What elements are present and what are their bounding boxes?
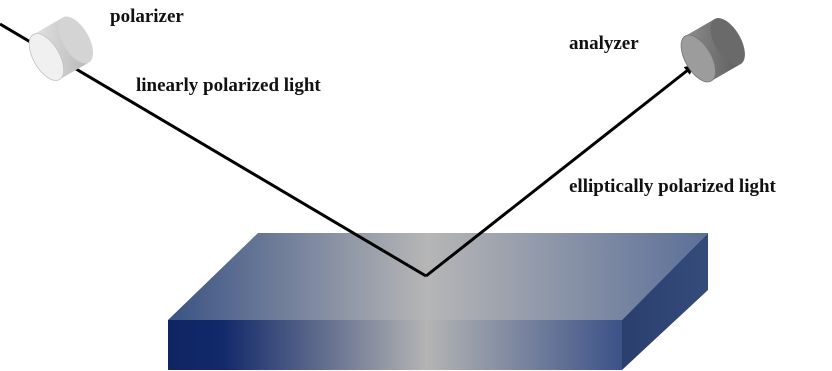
sample-front-face xyxy=(168,320,622,370)
analyzer-label: analyzer xyxy=(569,33,639,54)
analyzer-icon xyxy=(680,18,745,83)
polarizer-label: polarizer xyxy=(110,6,184,27)
sample-side-face xyxy=(622,233,708,370)
reflected-beam xyxy=(425,64,695,278)
sample-top-face xyxy=(168,233,708,320)
incident-beam-label: linearly polarized light xyxy=(136,75,321,96)
sample-slab xyxy=(168,233,708,370)
polarizer-icon xyxy=(28,16,94,81)
reflected-beam-label: elliptically polarized light xyxy=(569,176,777,197)
